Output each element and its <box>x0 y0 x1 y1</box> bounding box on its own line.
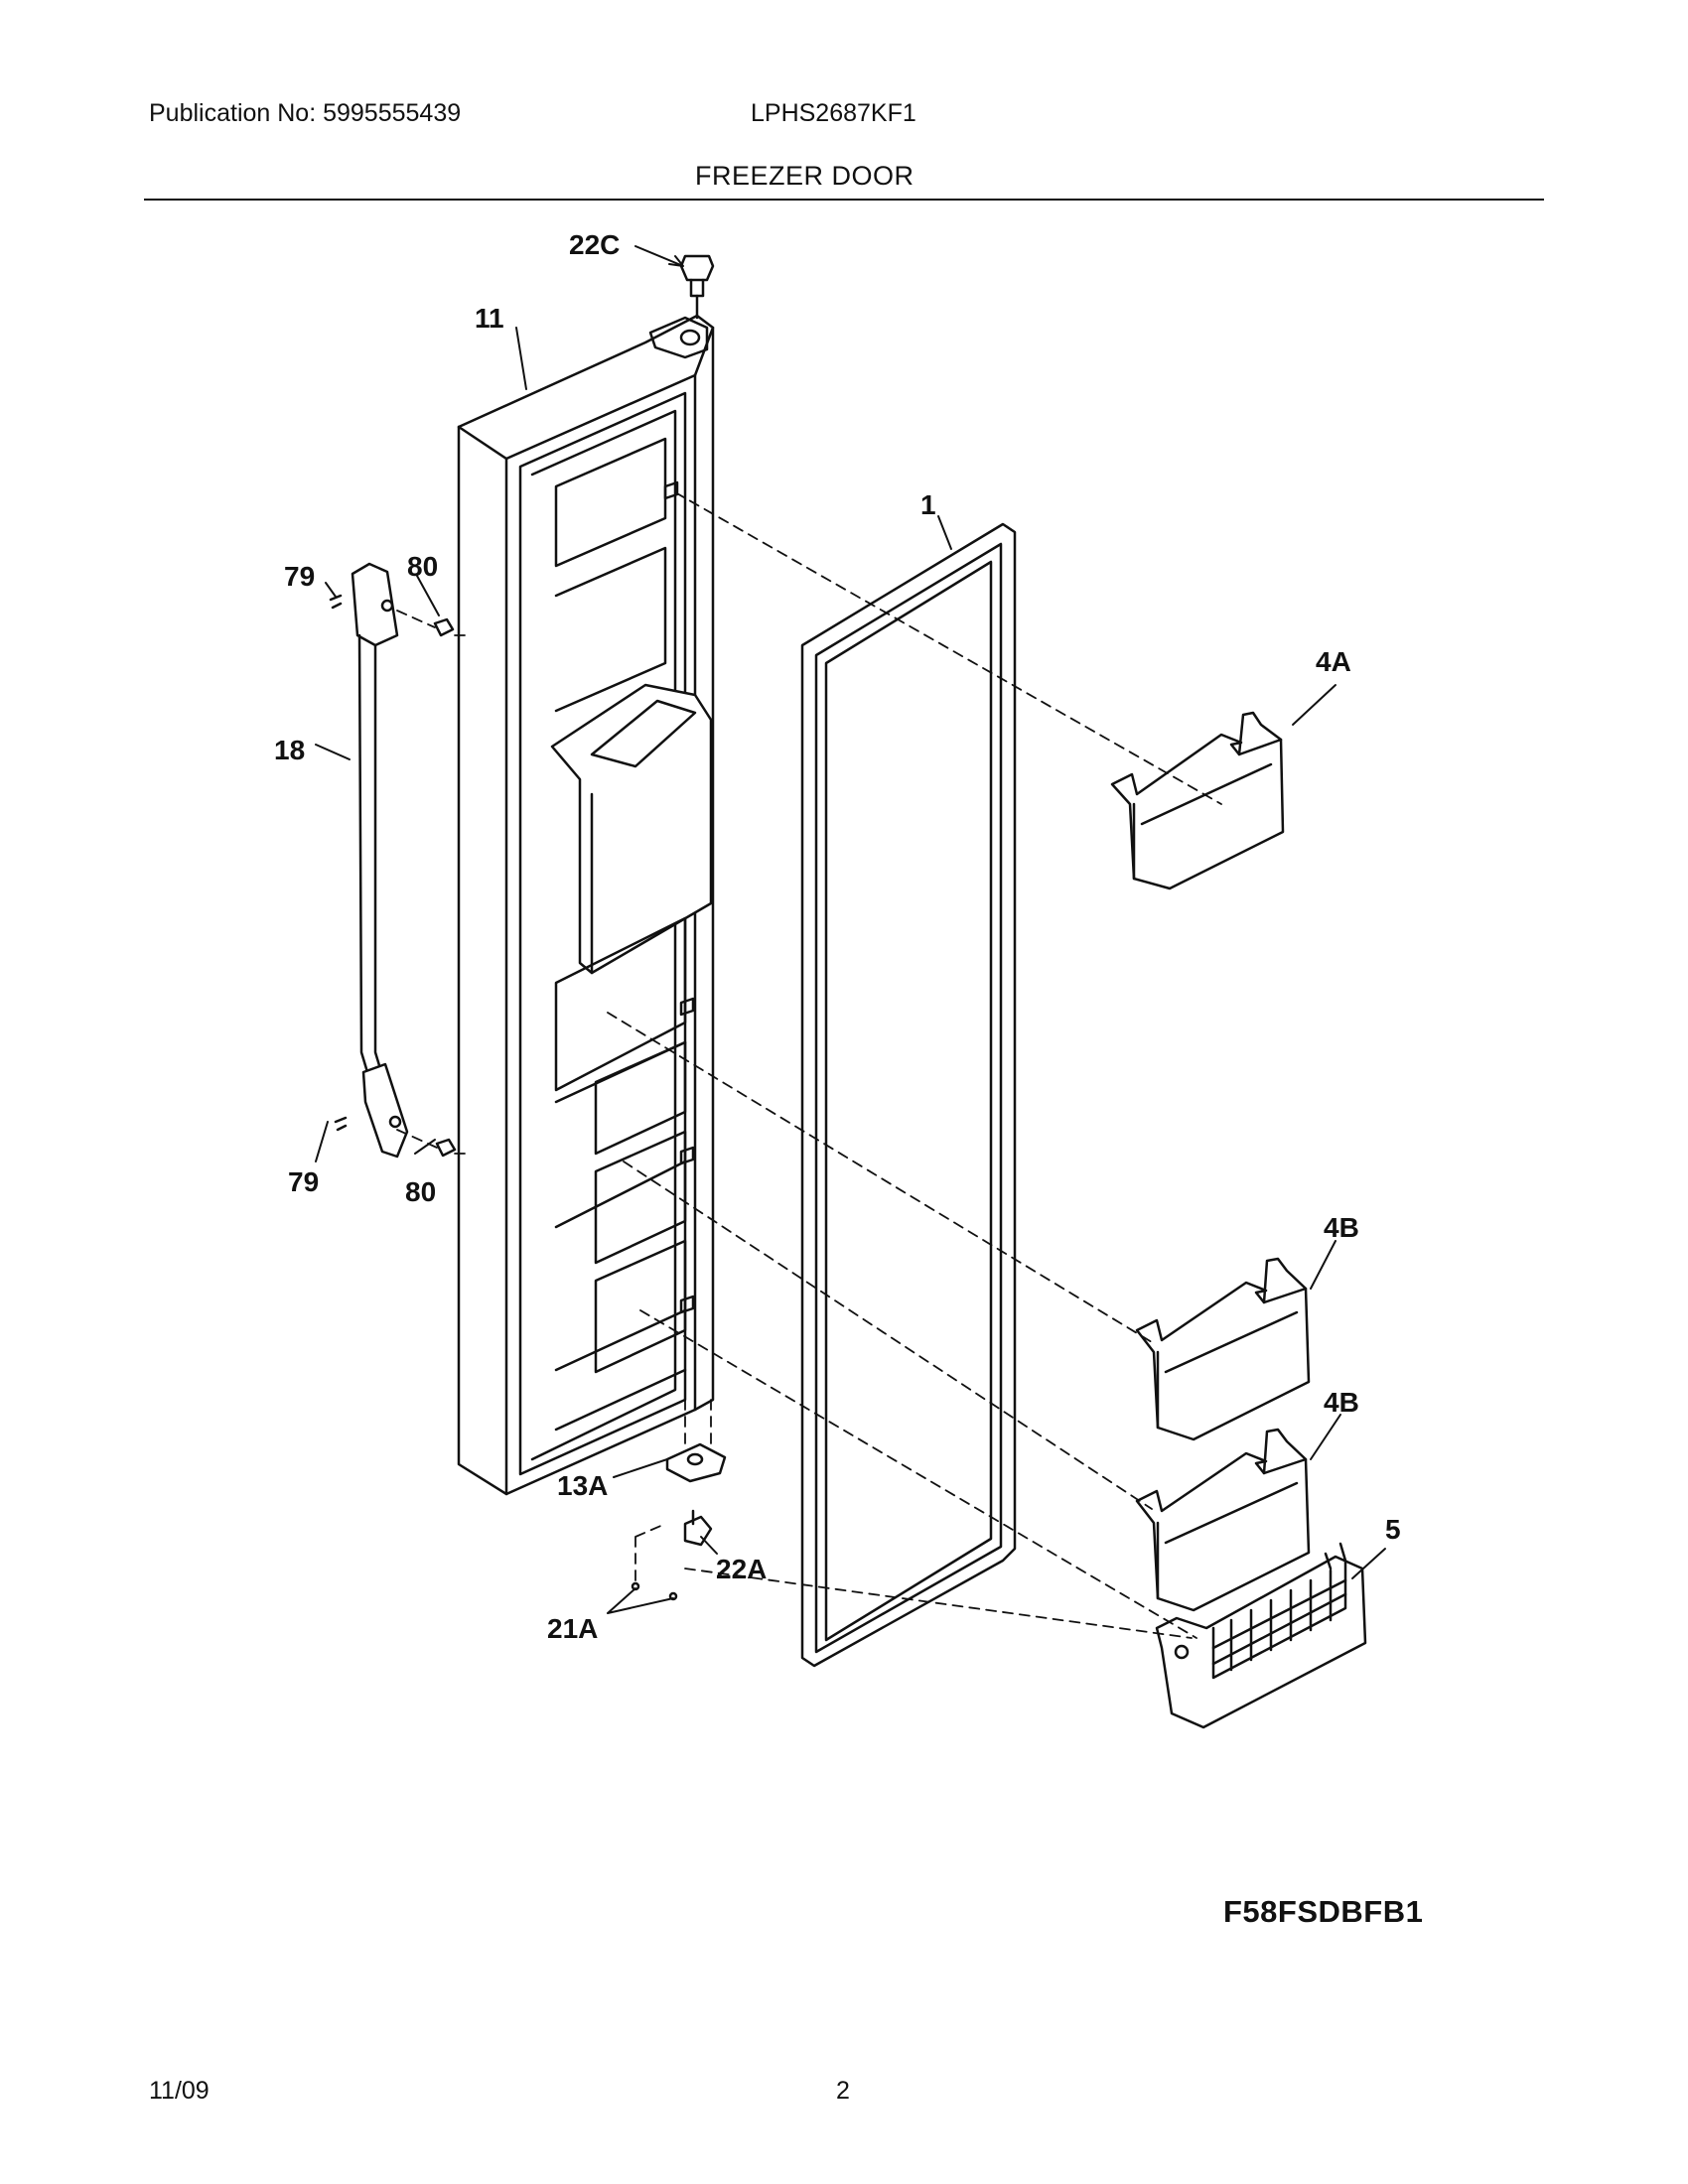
callout-80-bottom: 80 <box>405 1176 436 1207</box>
callout-11: 11 <box>475 303 504 334</box>
diagram-code: F58FSDBFB1 <box>1223 1894 1424 1929</box>
door-bin-4B-lower <box>1135 1428 1311 1612</box>
model-number: LPHS2687KF1 <box>751 99 916 127</box>
header-rule <box>144 199 1544 201</box>
publication-number: Publication No: 5995555439 <box>149 99 462 127</box>
handle-screws <box>329 594 457 1158</box>
callout-21A: 21A <box>547 1613 598 1644</box>
callout-4A: 4A <box>1316 646 1351 677</box>
assembly-guide-lines <box>396 491 1222 1639</box>
callout-leaders <box>315 245 1386 1614</box>
door-gasket-part <box>800 522 1017 1668</box>
bottom-hinge-bracket <box>631 1442 727 1601</box>
callout-79-top: 79 <box>284 561 315 592</box>
callout-22A: 22A <box>716 1554 767 1584</box>
door-bin-4A <box>1110 711 1285 890</box>
callout-1: 1 <box>920 489 936 520</box>
callout-5: 5 <box>1385 1514 1401 1545</box>
page-number: 2 <box>836 2077 850 2105</box>
freezer-door-part <box>457 314 715 1496</box>
callout-13A: 13A <box>557 1470 608 1501</box>
section-title: FREEZER DOOR <box>695 161 914 191</box>
door-bin-4B-upper <box>1135 1257 1311 1441</box>
door-handle-part <box>351 562 409 1159</box>
callout-79-bottom: 79 <box>288 1166 319 1197</box>
callout-4B-upper: 4B <box>1324 1212 1359 1243</box>
top-hinge-pin <box>679 254 715 320</box>
callout-22C: 22C <box>569 229 620 260</box>
callout-80-top: 80 <box>407 551 438 582</box>
wire-basket-5 <box>1155 1542 1367 1729</box>
revision-date: 11/09 <box>149 2077 210 2105</box>
callout-18: 18 <box>274 735 305 765</box>
callout-4B-lower: 4B <box>1324 1387 1359 1418</box>
